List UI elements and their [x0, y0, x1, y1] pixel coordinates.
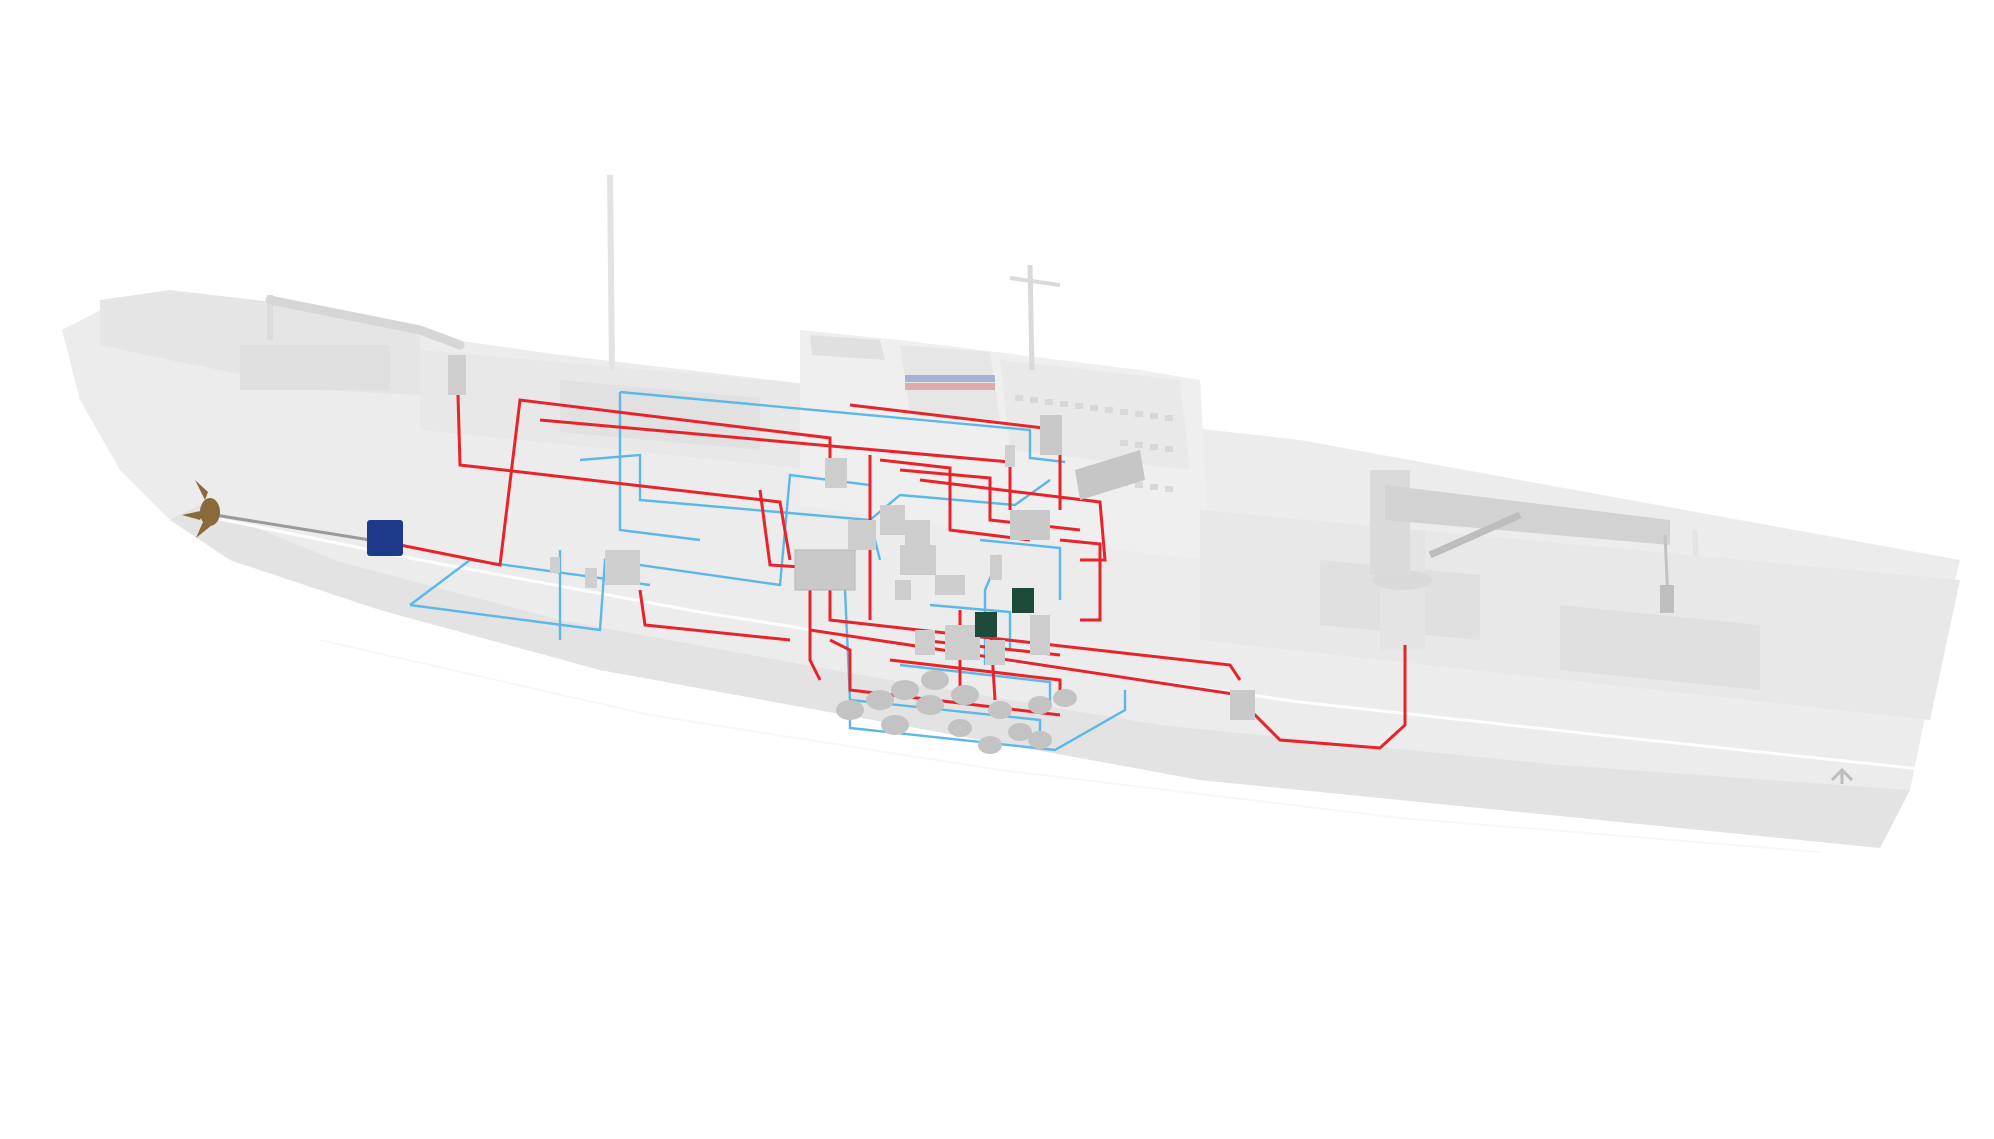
switchboard-icon — [550, 557, 560, 573]
switchboard-icon — [825, 458, 847, 488]
power-line — [879, 458, 1031, 542]
generator-icon — [916, 695, 944, 715]
switchboard-icon — [848, 520, 876, 550]
funnel-stripe-red — [905, 383, 995, 390]
switchboard-icon — [945, 625, 980, 660]
transformer-icon — [975, 612, 997, 637]
signal-line — [979, 538, 1062, 600]
generator-icon — [836, 700, 864, 720]
switchboard-icon — [915, 630, 935, 655]
switchboard-icon — [1030, 615, 1050, 655]
crane-hook — [1660, 585, 1674, 613]
main-mast — [607, 174, 615, 371]
power-line — [1059, 538, 1102, 622]
transformer-icon — [1012, 588, 1034, 613]
funnel-stripe-blue — [905, 375, 995, 382]
generator-icon — [951, 685, 979, 705]
switchboard-icon — [880, 505, 905, 535]
signal-line — [618, 392, 701, 542]
generator-icon — [948, 719, 972, 737]
generator-set — [836, 670, 1077, 754]
bow-anchor-icon — [1830, 767, 1854, 784]
propulsion-motor-icon — [367, 520, 403, 556]
propeller-icon — [182, 480, 220, 538]
radar-arm — [1009, 276, 1061, 287]
aft-cargo-hatch — [560, 380, 760, 450]
generator-icon — [1008, 723, 1032, 741]
signal-line — [843, 589, 1042, 740]
power-line — [919, 478, 1107, 562]
switchboard-icon — [794, 549, 856, 591]
switchboard-icon — [1230, 690, 1255, 720]
stern-deck-hatch — [240, 345, 390, 390]
switchboard-icon — [900, 545, 936, 575]
signal-line — [619, 390, 1066, 464]
power-line — [1238, 645, 1407, 750]
power-line — [829, 638, 1061, 717]
signal-line — [899, 663, 1052, 705]
generator-icon — [1028, 696, 1052, 714]
power-line — [638, 589, 791, 642]
generator-icon — [978, 736, 1002, 754]
switchboard-icon — [985, 640, 1005, 665]
generator-icon — [866, 690, 894, 710]
switchboard-icon — [1010, 510, 1050, 540]
switchboard-icon — [990, 555, 1002, 580]
lifeboat — [810, 335, 885, 360]
crane-icon — [448, 355, 466, 395]
signal-line — [929, 603, 1012, 650]
stern-crane — [265, 295, 466, 395]
generator-icon — [881, 715, 909, 735]
switchboard-icon — [585, 568, 597, 588]
switchboard-icon — [935, 575, 965, 595]
generator-icon — [891, 680, 919, 700]
hull-shading — [170, 505, 1910, 848]
generator-icon — [988, 701, 1012, 719]
switchboard-icon — [895, 580, 911, 600]
fore-crane — [1370, 470, 1674, 650]
equipment — [182, 415, 1255, 754]
bridge-console-icon — [1040, 415, 1062, 455]
propeller-shaft — [214, 513, 371, 542]
generator-icon — [1028, 731, 1052, 749]
switchboard-icon — [1005, 445, 1015, 467]
power-line — [456, 394, 792, 561]
generator-icon — [1053, 689, 1077, 707]
power-line — [808, 580, 822, 681]
fore-crane-jib — [1385, 485, 1670, 545]
bridge-console-icon — [1075, 450, 1145, 500]
funnel — [900, 345, 1000, 420]
bow-cargo-hatch — [1560, 605, 1760, 690]
switchboard-icon — [605, 550, 640, 585]
boot-line — [319, 639, 1821, 853]
generator-icon — [921, 670, 949, 690]
